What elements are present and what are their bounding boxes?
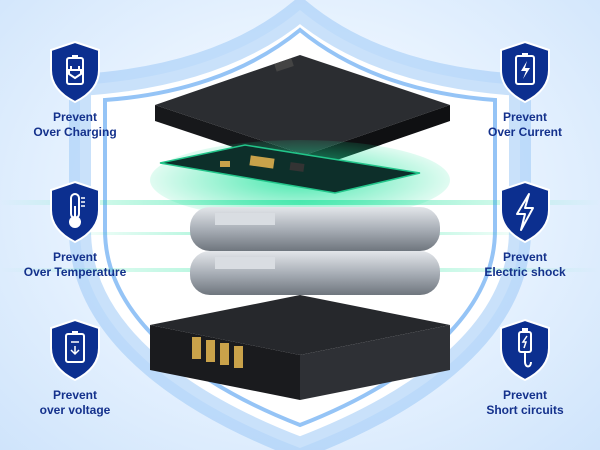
feature-label-line2: Over Temperature — [23, 265, 127, 279]
battery-illustration — [150, 55, 450, 400]
battery-cells — [190, 207, 440, 295]
thermometer-icon — [50, 180, 100, 244]
feature-label-line2: Electric shock — [484, 265, 566, 279]
battery-bolt-icon — [500, 40, 550, 104]
feature-label-line1: Prevent — [502, 250, 548, 264]
feature-label-line2: Over Current — [487, 125, 563, 139]
usb-cable-icon — [500, 318, 550, 382]
feature-label-line1: Prevent — [502, 388, 548, 402]
feature-label-line2: over voltage — [39, 403, 111, 417]
battery-voltage-icon — [50, 318, 100, 382]
battery-terminals — [192, 337, 243, 368]
feature-label-line1: Prevent — [52, 110, 98, 124]
feature-label-line2: Short circuits — [486, 403, 564, 417]
circuit-board — [150, 140, 450, 220]
feature-label-line1: Prevent — [52, 388, 98, 402]
bottom-case — [150, 295, 450, 400]
feature-label-line1: Prevent — [502, 110, 548, 124]
feature-label-line2: Over Charging — [33, 125, 117, 139]
plug-battery-icon — [50, 40, 100, 104]
lightning-icon — [500, 180, 550, 244]
feature-label-line1: Prevent — [52, 250, 98, 264]
